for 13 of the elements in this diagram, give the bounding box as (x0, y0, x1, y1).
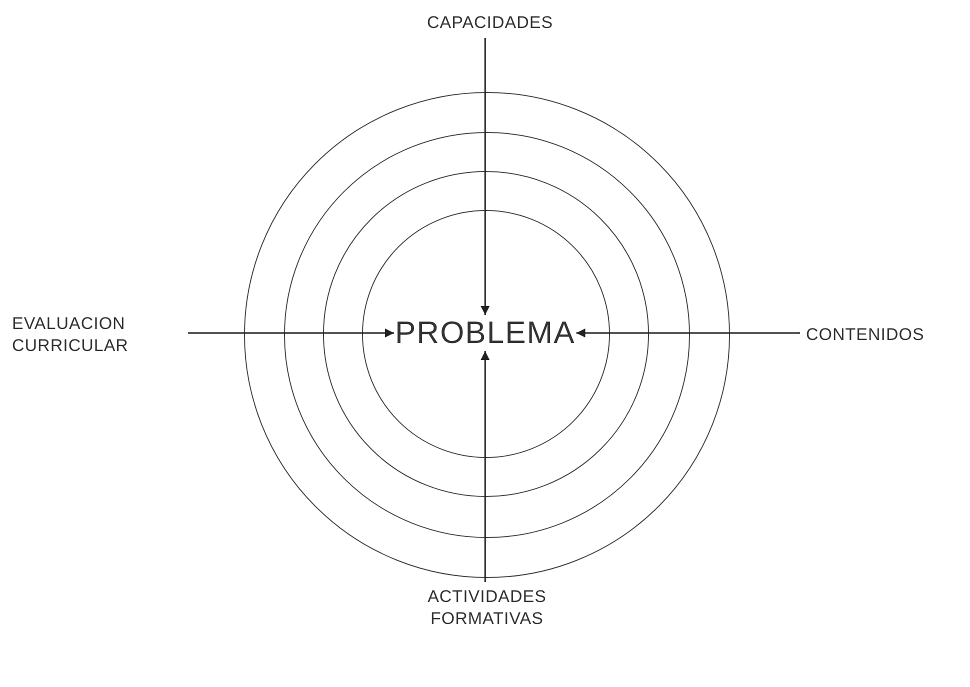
category-label: ACTIVIDADES FORMATIVAS (412, 586, 562, 630)
ring-circle (284, 132, 690, 538)
arrow (480, 351, 490, 582)
ring-circle (362, 210, 610, 458)
category-label: CAPACIDADES (427, 12, 554, 34)
arrow (576, 328, 800, 338)
ring-circle (244, 92, 730, 578)
category-label: EVALUACION CURRICULAR (12, 313, 182, 357)
ring-circle (323, 171, 649, 497)
category-label: CONTENIDOS (806, 324, 924, 346)
arrow (188, 328, 394, 338)
arrow (480, 38, 490, 315)
center-label: PROBLEMA (395, 316, 576, 350)
